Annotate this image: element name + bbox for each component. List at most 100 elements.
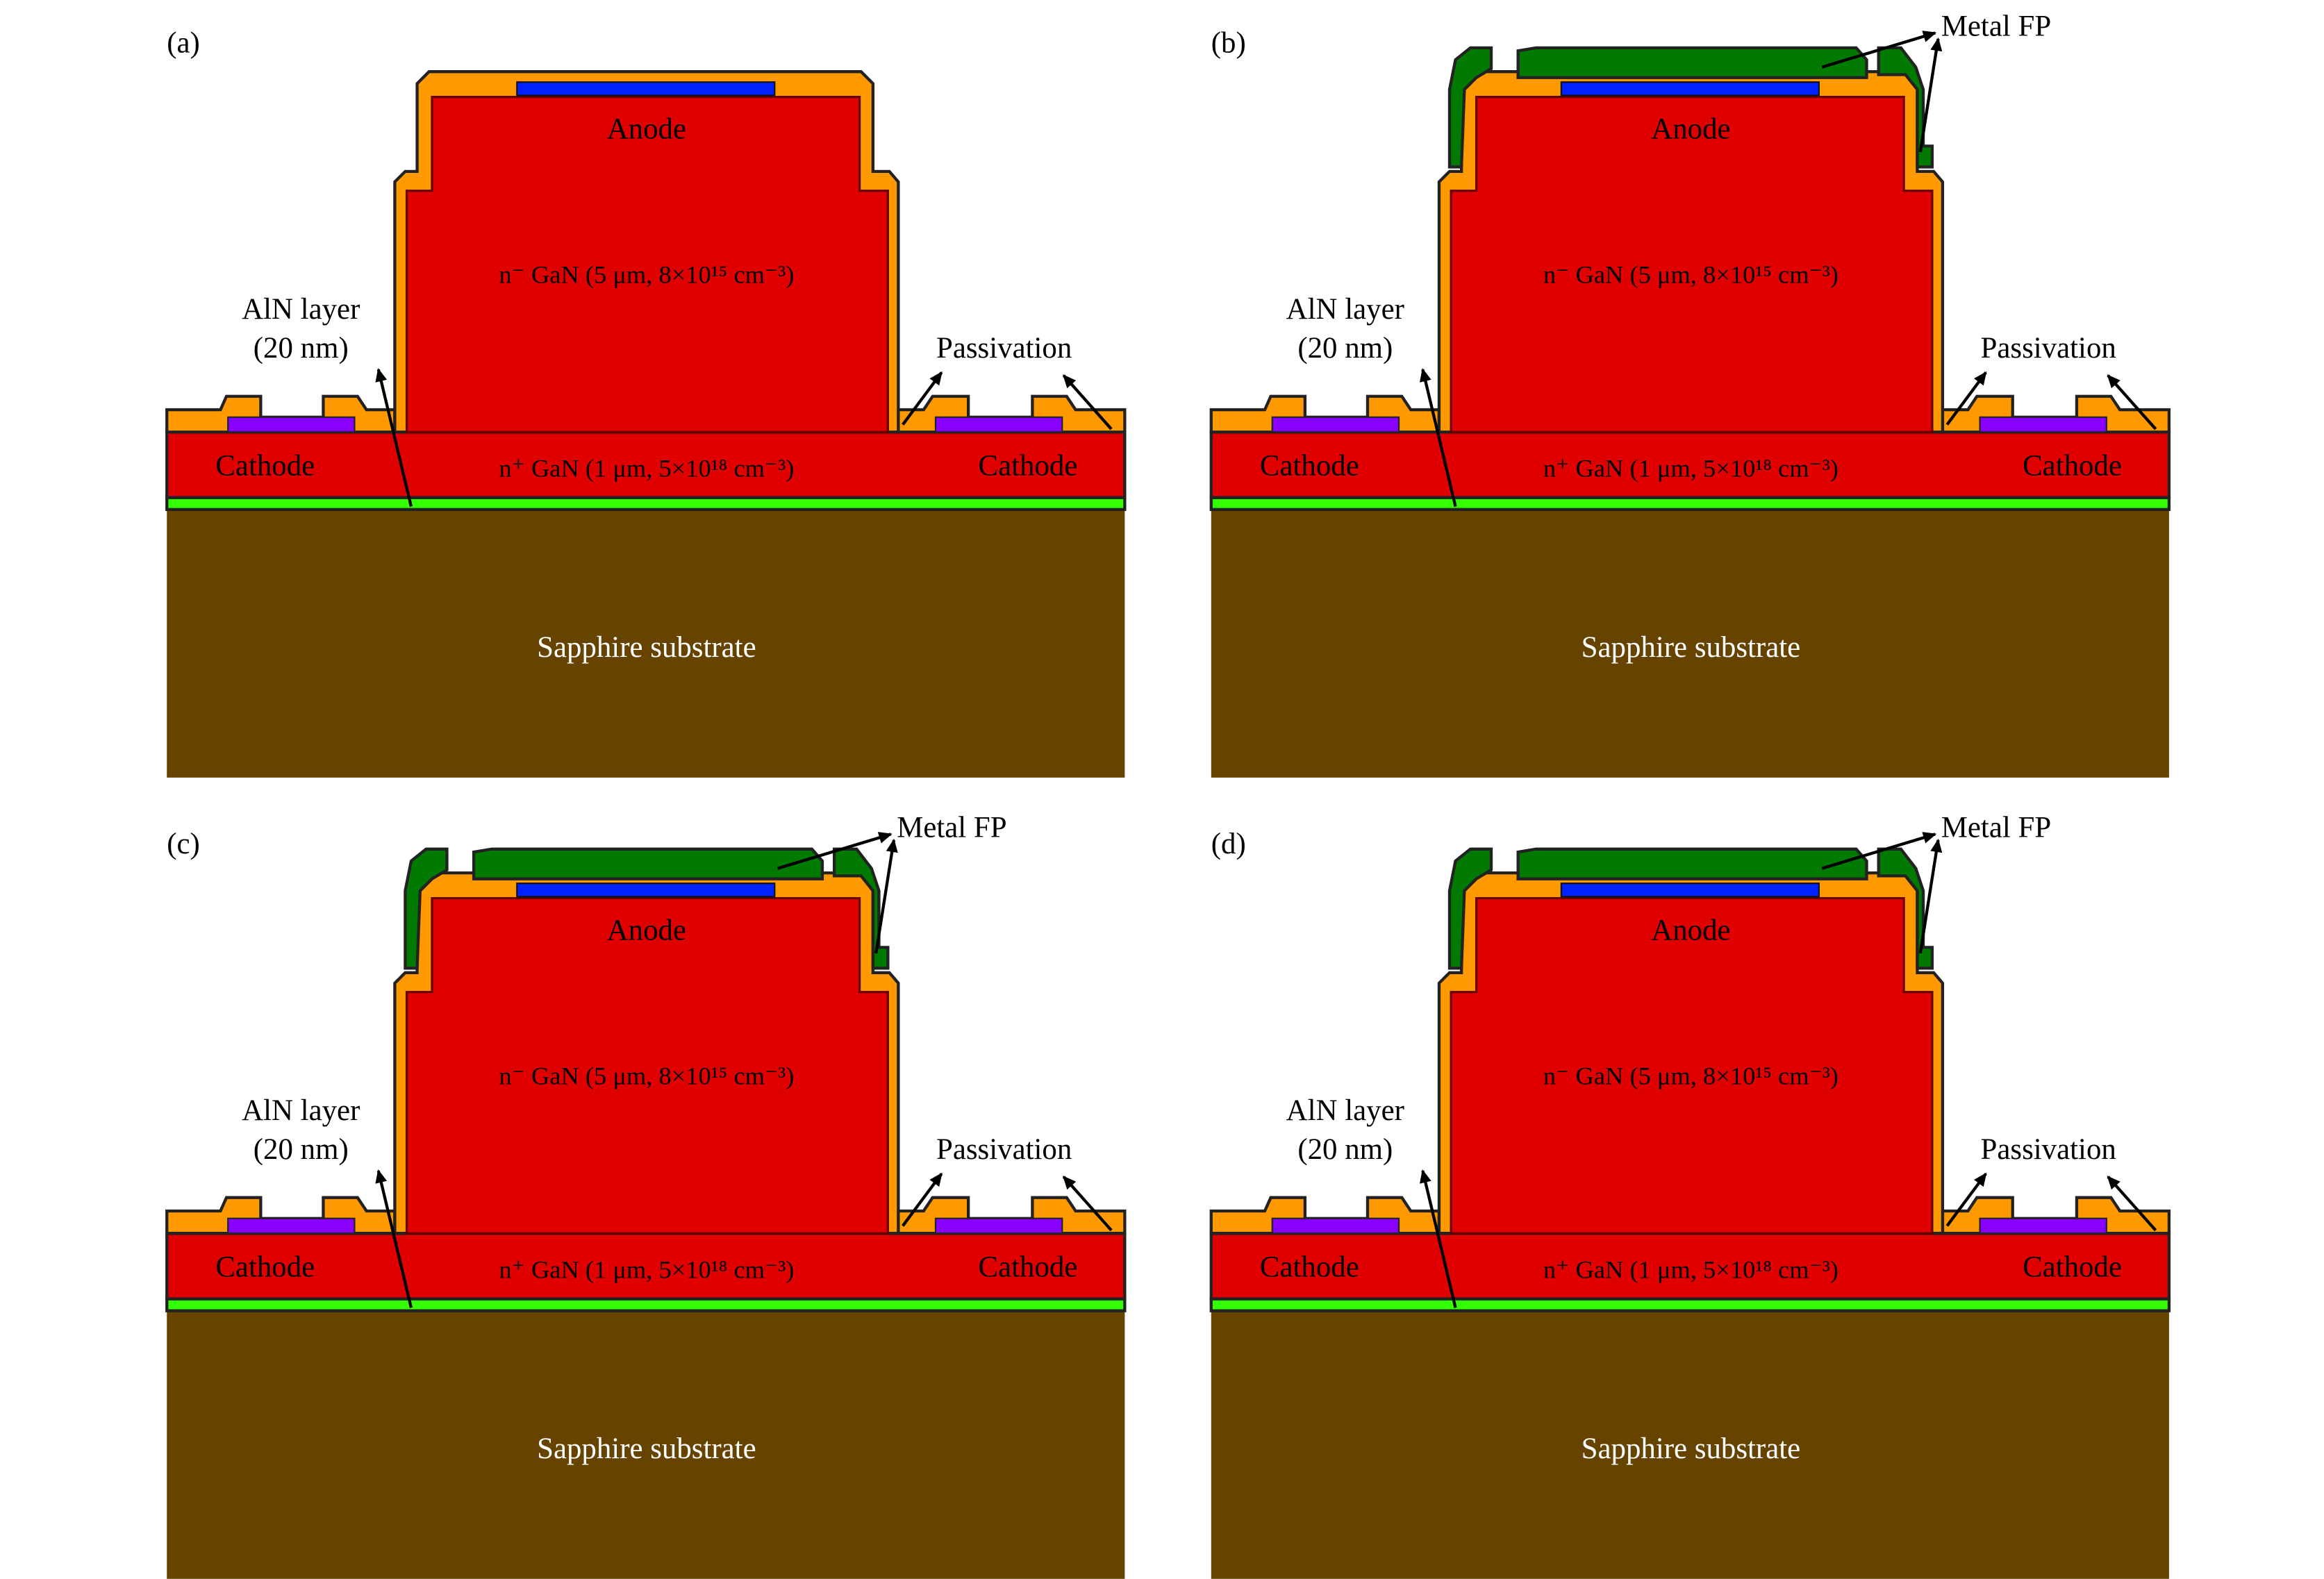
cathode-label-right: Cathode — [979, 1251, 1078, 1283]
metal-fp-arrow-2 — [1918, 838, 1943, 954]
metal-fp-arrow-1 — [1821, 31, 1937, 69]
cathode-contact-left — [227, 416, 356, 433]
metal-fp-left — [404, 847, 449, 970]
metal-fp-right — [1877, 847, 1934, 970]
passivation-label: Passivation — [936, 332, 1072, 365]
anode-contact — [516, 883, 776, 898]
aln-arrow — [1419, 368, 1457, 507]
cathode-contact-left — [1271, 1217, 1400, 1235]
metal-fp-right — [1877, 46, 1934, 169]
passivation-arrow-2 — [2107, 374, 2157, 431]
aln-arrow — [1419, 1169, 1457, 1308]
anode-label: Anode — [607, 914, 686, 947]
n-plus-gan-label: n⁺ GaN (1 μm, 5×10¹⁸ cm⁻³) — [1543, 455, 1839, 483]
metal-fp-arrow-2 — [1918, 37, 1943, 153]
n-minus-gan-label: n⁻ GaN (5 μm, 8×10¹⁵ cm⁻³) — [1543, 1062, 1839, 1090]
aln-layer — [1209, 1297, 2171, 1312]
aln-label-line2: (20 nm) — [1297, 332, 1393, 365]
cathode-contact-right — [1979, 416, 2107, 433]
metal-fp-arrow-1 — [1821, 832, 1937, 870]
device-panel-d: (d) Metal FP Anode n⁻ GaN (5 μm, 8×10¹⁵ … — [1209, 812, 2171, 1579]
n-minus-gan-mesa — [1450, 96, 1934, 433]
aln-arrow — [375, 1169, 413, 1308]
substrate-label: Sapphire substrate — [1582, 631, 1801, 664]
sapphire-substrate — [1211, 509, 2169, 778]
device-panel-a: (a) Anode n⁻ GaN (5 μm, 8×10¹⁵ cm⁻³) AlN… — [165, 26, 1127, 778]
metal-fp-top — [1516, 46, 1868, 79]
n-plus-gan-label: n⁺ GaN (1 μm, 5×10¹⁸ cm⁻³) — [1543, 1256, 1839, 1284]
aln-label-line1: AlN layer — [1286, 293, 1404, 326]
n-minus-gan-mesa — [405, 96, 889, 433]
substrate-label: Sapphire substrate — [537, 1432, 756, 1465]
metal-fp-top — [1516, 847, 1868, 880]
aln-label-line2: (20 nm) — [1297, 1133, 1393, 1166]
aln-arrow — [375, 368, 413, 507]
metal-field-plate: Metal FP — [404, 812, 1007, 970]
n-minus-gan-label: n⁻ GaN (5 μm, 8×10¹⁵ cm⁻³) — [499, 1062, 794, 1090]
passivation-label: Passivation — [1981, 332, 2116, 365]
passivation-arrow-2 — [1062, 1176, 1113, 1232]
sapphire-substrate — [1211, 1310, 2169, 1579]
cathode-label-left: Cathode — [215, 1251, 315, 1283]
cathode-contact-left — [227, 1217, 356, 1235]
aln-label-line2: (20 nm) — [254, 1133, 349, 1166]
anode-label: Anode — [1651, 113, 1730, 146]
metal-fp-left — [1447, 847, 1493, 970]
cathode-label-left: Cathode — [1260, 1251, 1359, 1283]
aln-layer — [165, 496, 1127, 511]
passivation-arrow-2 — [2107, 1176, 2157, 1232]
passivation-arrow-2 — [1062, 374, 1113, 431]
aln-layer — [1209, 496, 2171, 511]
panel-label: (c) — [167, 828, 200, 860]
n-minus-gan-mesa — [1450, 896, 1934, 1235]
n-minus-gan-label: n⁻ GaN (5 μm, 8×10¹⁵ cm⁻³) — [499, 261, 794, 289]
passivation-arrow-1 — [1945, 1172, 1987, 1227]
substrate-label: Sapphire substrate — [537, 631, 756, 664]
n-plus-gan-layer — [165, 431, 1127, 499]
metal-fp-label: Metal FP — [897, 812, 1006, 844]
n-plus-gan-layer — [1209, 1232, 2171, 1301]
passivation-arrow-1 — [902, 371, 943, 426]
metal-field-plate: Metal FP — [1447, 812, 2051, 970]
panel-label: (b) — [1211, 26, 1246, 59]
anode-label: Anode — [1651, 914, 1730, 947]
aln-layer — [165, 1297, 1127, 1312]
n-plus-gan-label: n⁺ GaN (1 μm, 5×10¹⁸ cm⁻³) — [499, 1256, 794, 1284]
aln-label-line2: (20 nm) — [254, 332, 349, 365]
n-minus-gan-label: n⁻ GaN (5 μm, 8×10¹⁵ cm⁻³) — [1543, 261, 1839, 289]
cathode-label-left: Cathode — [215, 449, 315, 482]
n-minus-gan-mesa — [405, 896, 889, 1235]
metal-fp-arrow-1 — [777, 832, 893, 870]
cathode-contact-right — [934, 1217, 1063, 1235]
cathode-label-right: Cathode — [2023, 1251, 2122, 1283]
device-panel-c: (c) Metal FP Anode n⁻ GaN (5 μm, 8×10¹⁵ … — [165, 812, 1127, 1579]
metal-fp-left — [1447, 46, 1493, 169]
panel-label: (a) — [167, 26, 200, 59]
panel-label: (d) — [1211, 828, 1246, 860]
n-plus-gan-layer — [165, 1232, 1127, 1301]
sapphire-substrate — [167, 509, 1125, 778]
passivation-label: Passivation — [936, 1133, 1072, 1166]
substrate-label: Sapphire substrate — [1582, 1432, 1801, 1465]
metal-fp-arrow-2 — [874, 838, 898, 954]
n-plus-gan-layer — [1209, 431, 2171, 499]
aln-label-line1: AlN layer — [242, 1094, 360, 1127]
metal-field-plate: Metal FP — [1447, 10, 2051, 169]
metal-fp-top — [472, 847, 824, 880]
anode-contact — [1560, 81, 1820, 97]
anode-label: Anode — [607, 113, 686, 146]
passivation-arrow-1 — [1945, 371, 1987, 426]
aln-label-line1: AlN layer — [242, 293, 360, 326]
passivation-label: Passivation — [1981, 1133, 2116, 1166]
cathode-label-right: Cathode — [2023, 449, 2122, 482]
cathode-contact-right — [1979, 1217, 2107, 1235]
sapphire-substrate — [167, 1310, 1125, 1579]
cathode-label-right: Cathode — [979, 449, 1078, 482]
metal-fp-label: Metal FP — [1941, 812, 2051, 844]
aln-label-line1: AlN layer — [1286, 1094, 1404, 1127]
anode-contact — [1560, 883, 1820, 898]
anode-contact — [516, 81, 776, 97]
metal-fp-right — [832, 847, 890, 970]
cathode-label-left: Cathode — [1260, 449, 1359, 482]
